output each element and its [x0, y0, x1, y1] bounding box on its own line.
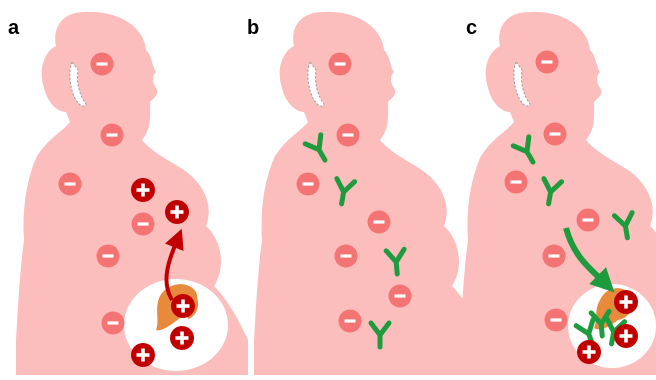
negative-cell — [544, 123, 567, 146]
positive-cell — [577, 340, 601, 364]
panel-a: a — [8, 12, 248, 375]
negative-cell — [337, 124, 360, 147]
negative-cell — [335, 245, 358, 268]
positive-cell — [614, 290, 638, 314]
negative-cell — [536, 51, 559, 74]
negative-cell — [577, 209, 600, 232]
silhouette-icon — [254, 12, 486, 375]
negative-cell — [339, 310, 362, 333]
negative-cell — [368, 211, 391, 234]
negative-cell — [543, 245, 566, 268]
positive-cell — [171, 294, 195, 318]
negative-cell — [329, 53, 352, 76]
positive-cell — [165, 200, 189, 224]
negative-cell — [59, 173, 82, 196]
positive-cell — [170, 326, 194, 350]
negative-cell — [132, 213, 155, 236]
panel-label-a: a — [8, 17, 20, 39]
positive-cell — [614, 324, 638, 348]
positive-cell — [131, 343, 155, 367]
negative-cell — [505, 171, 528, 194]
negative-cell — [102, 312, 125, 335]
negative-cell — [97, 245, 120, 268]
negative-cell — [545, 309, 568, 332]
positive-cell — [131, 178, 155, 202]
panel-b: b — [247, 12, 486, 375]
panel-c: c — [460, 12, 656, 375]
negative-cell — [101, 124, 124, 147]
panel-label-b: b — [247, 17, 259, 39]
negative-cell — [91, 53, 114, 76]
negative-cell — [297, 173, 320, 196]
panel-label-c: c — [466, 17, 477, 39]
negative-cell — [389, 285, 412, 308]
